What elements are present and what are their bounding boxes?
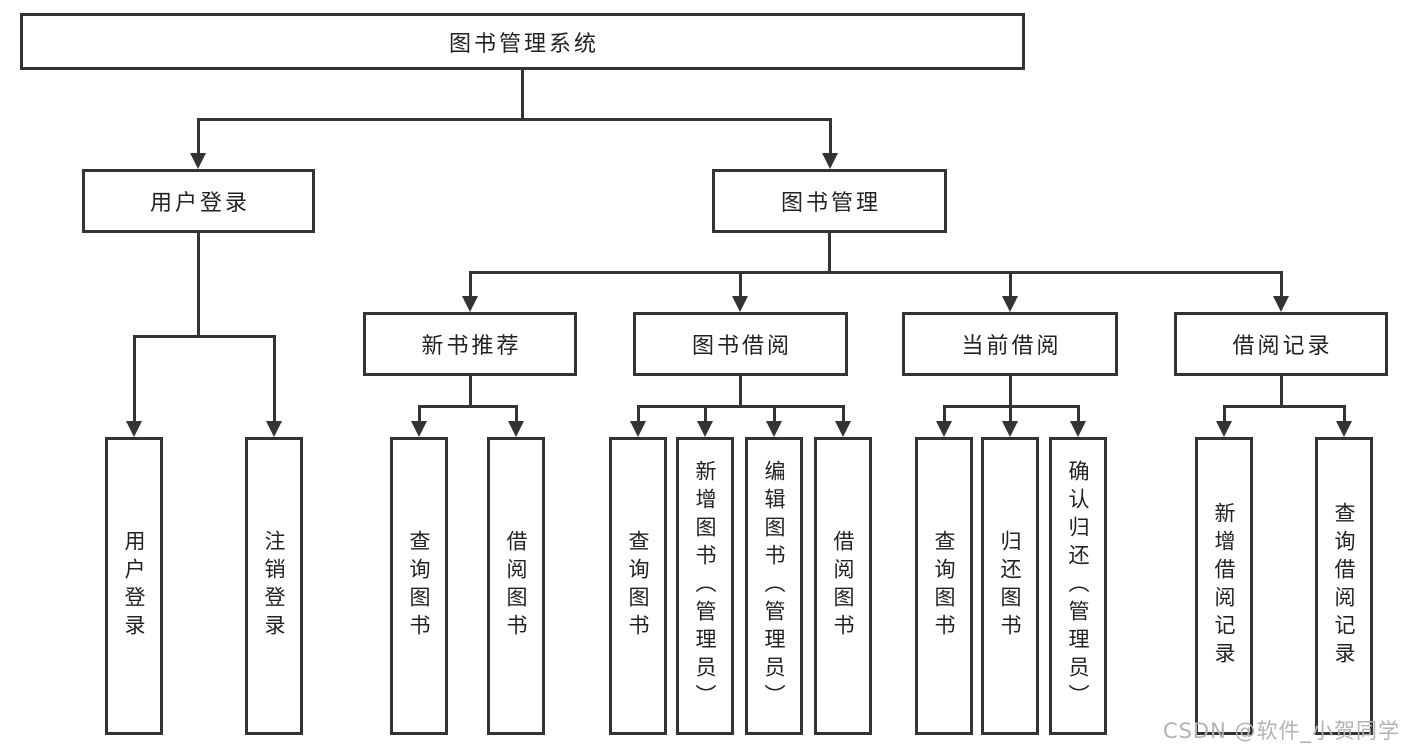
leaf-user-login-label: 用户登录 bbox=[122, 530, 146, 642]
connector-stem bbox=[1008, 376, 1012, 408]
node-book-mgmt: 图书管理 bbox=[712, 169, 947, 233]
node-book-borrow-label: 图书借阅 bbox=[691, 334, 792, 359]
node-new-book-rec-label: 新书推荐 bbox=[421, 334, 522, 359]
arrowhead-down-icon bbox=[190, 153, 206, 169]
leaf-borrow-query-books: 查询图书 bbox=[609, 437, 667, 735]
arrowhead-down-icon bbox=[732, 296, 748, 312]
leaf-rec-query-books: 查询图书 bbox=[390, 437, 448, 735]
connector-branch bbox=[636, 405, 845, 408]
leaf-logout-label: 注销登录 bbox=[262, 530, 286, 642]
leaf-borrow-books: 借阅图书 bbox=[814, 437, 872, 735]
connector-branch bbox=[196, 118, 832, 121]
connector-stem bbox=[1279, 376, 1283, 408]
node-book-mgmt-label: 图书管理 bbox=[780, 191, 881, 216]
leaf-borrow-query-books-label: 查询图书 bbox=[626, 530, 650, 642]
node-user-login: 用户登录 bbox=[82, 169, 315, 233]
connector-arrow-stem bbox=[196, 118, 200, 155]
connector-arrow-stem bbox=[1076, 405, 1080, 423]
leaf-current-query-books: 查询图书 bbox=[915, 437, 973, 735]
node-root-label: 图书管理系统 bbox=[448, 31, 599, 57]
connector-arrow-stem bbox=[828, 118, 832, 155]
connector-arrow-stem bbox=[841, 405, 845, 423]
connector-stem bbox=[196, 233, 200, 338]
node-new-book-rec: 新书推荐 bbox=[363, 312, 577, 376]
leaf-borrow-books-label: 借阅图书 bbox=[831, 530, 855, 642]
connector-arrow-stem bbox=[1008, 271, 1012, 298]
connector-arrow-stem bbox=[738, 271, 742, 298]
arrowhead-down-icon bbox=[266, 421, 282, 437]
arrowhead-down-icon bbox=[462, 296, 478, 312]
arrowhead-down-icon bbox=[508, 421, 524, 437]
node-borrow-records: 借阅记录 bbox=[1174, 312, 1388, 376]
arrowhead-down-icon bbox=[126, 421, 142, 437]
leaf-add-borrow-record: 新增借阅记录 bbox=[1195, 437, 1253, 735]
arrowhead-down-icon bbox=[936, 421, 952, 437]
connector-stem bbox=[738, 376, 742, 408]
connector-arrow-stem bbox=[1279, 271, 1283, 298]
leaf-add-borrow-record-label: 新增借阅记录 bbox=[1212, 502, 1236, 670]
arrowhead-down-icon bbox=[630, 421, 646, 437]
leaf-edit-books-admin: 编辑图书（管理员） bbox=[745, 437, 803, 735]
connector-arrow-stem bbox=[1222, 405, 1226, 423]
leaf-current-query-books-label: 查询图书 bbox=[932, 530, 956, 642]
connector-arrow-stem bbox=[1008, 405, 1012, 423]
leaf-query-borrow-record-label: 查询借阅记录 bbox=[1332, 502, 1356, 670]
leaf-return-books: 归还图书 bbox=[981, 437, 1039, 735]
arrowhead-down-icon bbox=[822, 153, 838, 169]
connector-arrow-stem bbox=[272, 335, 276, 423]
leaf-confirm-return-admin-label: 确认归还（管理员） bbox=[1066, 460, 1090, 712]
arrowhead-down-icon bbox=[1216, 421, 1232, 437]
node-root: 图书管理系统 bbox=[20, 13, 1025, 70]
connector-arrow-stem bbox=[772, 405, 776, 423]
connector-arrow-stem bbox=[132, 335, 136, 423]
connector-branch bbox=[1222, 405, 1346, 408]
node-borrow-records-label: 借阅记录 bbox=[1232, 334, 1333, 359]
leaf-user-login: 用户登录 bbox=[105, 437, 163, 735]
arrowhead-down-icon bbox=[766, 421, 782, 437]
arrowhead-down-icon bbox=[411, 421, 427, 437]
arrowhead-down-icon bbox=[835, 421, 851, 437]
connector-stem bbox=[827, 233, 831, 274]
node-book-borrow: 图书借阅 bbox=[633, 312, 848, 376]
arrowhead-down-icon bbox=[1002, 296, 1018, 312]
connector-arrow-stem bbox=[514, 405, 518, 423]
node-current-borrow-label: 当前借阅 bbox=[961, 334, 1062, 359]
connector-branch bbox=[417, 405, 518, 408]
leaf-rec-borrow-books-label: 借阅图书 bbox=[504, 530, 528, 642]
leaf-add-books-admin: 新增图书（管理员） bbox=[676, 437, 734, 735]
leaf-logout: 注销登录 bbox=[245, 437, 303, 735]
connector-arrow-stem bbox=[468, 271, 472, 298]
arrowhead-down-icon bbox=[1002, 421, 1018, 437]
arrowhead-down-icon bbox=[1070, 421, 1086, 437]
connector-branch bbox=[468, 271, 1283, 274]
connector-branch bbox=[132, 335, 276, 338]
connector-stem bbox=[468, 376, 472, 408]
connector-arrow-stem bbox=[1342, 405, 1346, 423]
csdn-watermark: CSDN @软件_小贺同学 bbox=[1162, 719, 1400, 743]
leaf-rec-query-books-label: 查询图书 bbox=[407, 530, 431, 642]
arrowhead-down-icon bbox=[697, 421, 713, 437]
connector-stem bbox=[520, 70, 524, 121]
connector-arrow-stem bbox=[636, 405, 640, 423]
leaf-query-borrow-record: 查询借阅记录 bbox=[1315, 437, 1373, 735]
arrowhead-down-icon bbox=[1336, 421, 1352, 437]
node-current-borrow: 当前借阅 bbox=[902, 312, 1118, 376]
connector-arrow-stem bbox=[703, 405, 707, 423]
arrowhead-down-icon bbox=[1273, 296, 1289, 312]
leaf-rec-borrow-books: 借阅图书 bbox=[487, 437, 545, 735]
leaf-confirm-return-admin: 确认归还（管理员） bbox=[1049, 437, 1107, 735]
leaf-edit-books-admin-label: 编辑图书（管理员） bbox=[762, 460, 786, 712]
node-user-login-label: 用户登录 bbox=[149, 191, 250, 216]
leaf-add-books-admin-label: 新增图书（管理员） bbox=[693, 460, 717, 712]
connector-arrow-stem bbox=[942, 405, 946, 423]
connector-arrow-stem bbox=[417, 405, 421, 423]
leaf-return-books-label: 归还图书 bbox=[998, 530, 1022, 642]
